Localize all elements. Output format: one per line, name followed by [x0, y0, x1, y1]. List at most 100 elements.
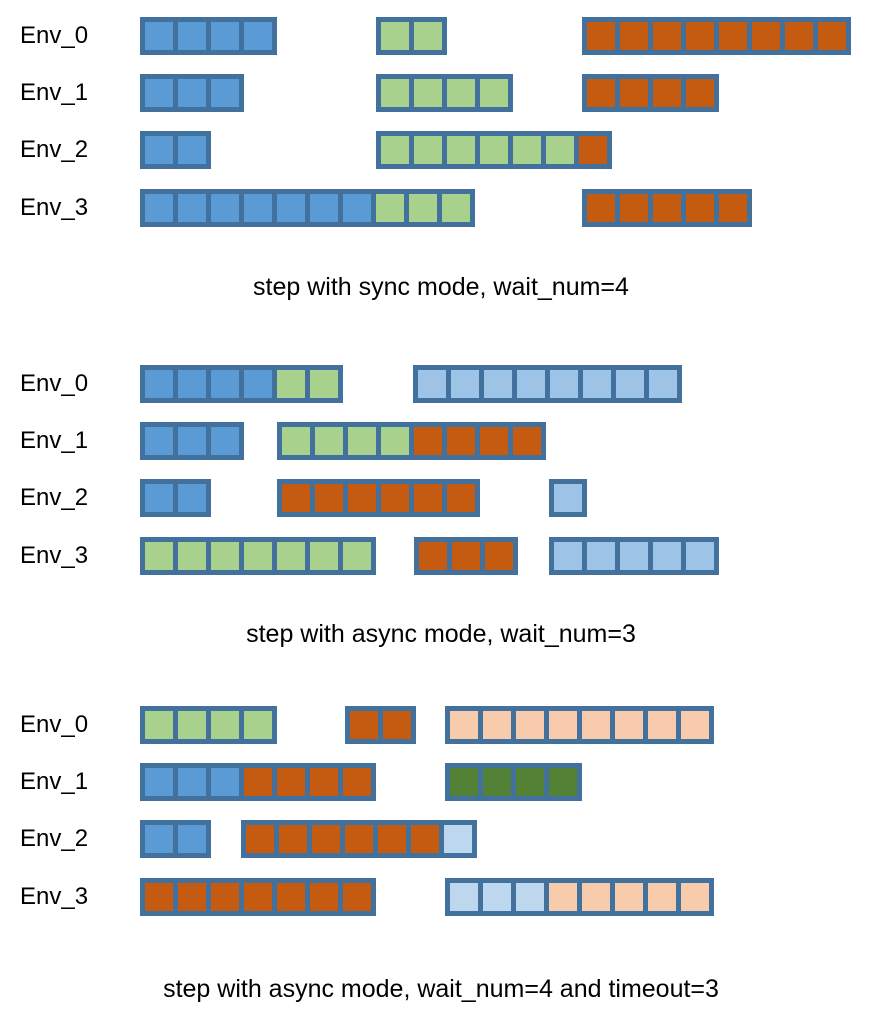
step-cell-light-blue — [653, 542, 681, 570]
env-step-bar — [140, 763, 376, 801]
step-cell-orange — [620, 22, 648, 50]
step-cell-blue — [211, 22, 239, 50]
step-cell-pale-blue — [444, 825, 472, 853]
step-cell-green — [480, 79, 508, 107]
step-cell-green — [244, 542, 272, 570]
step-cell-green — [414, 79, 442, 107]
env-step-bar — [376, 17, 447, 55]
step-cell-orange — [620, 79, 648, 107]
step-cell-orange — [686, 79, 714, 107]
row-label-env_0: Env_0 — [20, 370, 89, 397]
step-cell-light-blue — [649, 370, 677, 398]
row-label-env_1: Env_1 — [20, 768, 89, 795]
step-cell-blue — [145, 79, 173, 107]
step-cell-green — [310, 542, 338, 570]
step-cell-orange — [378, 825, 406, 853]
step-cell-green — [409, 194, 437, 222]
env-step-bar — [582, 17, 851, 55]
step-cell-dark-green — [516, 768, 544, 796]
step-cell-orange — [310, 883, 338, 911]
env-step-bar — [140, 365, 343, 403]
env-step-bar — [445, 878, 714, 916]
step-cell-green — [442, 194, 470, 222]
step-cell-blue — [145, 825, 173, 853]
step-cell-light-blue — [418, 370, 446, 398]
step-cell-orange — [345, 825, 373, 853]
step-cell-orange — [178, 883, 206, 911]
step-cell-blue — [145, 768, 173, 796]
step-cell-orange — [343, 768, 371, 796]
env-step-bar — [582, 189, 752, 227]
step-cell-orange — [277, 883, 305, 911]
step-cell-green — [381, 22, 409, 50]
row-label-env_3: Env_3 — [20, 542, 89, 569]
step-cell-peach — [582, 711, 610, 739]
step-cell-orange — [686, 22, 714, 50]
step-cell-blue — [244, 22, 272, 50]
step-cell-orange — [246, 825, 274, 853]
env-step-bar — [140, 422, 244, 460]
step-cell-green — [348, 427, 376, 455]
step-cell-orange — [513, 427, 541, 455]
step-cell-pale-blue — [483, 883, 511, 911]
step-cell-green — [277, 542, 305, 570]
step-cell-orange — [653, 194, 681, 222]
env-step-bar — [445, 706, 714, 744]
step-cell-orange — [587, 79, 615, 107]
step-cell-peach — [549, 883, 577, 911]
step-cell-peach — [516, 711, 544, 739]
step-cell-light-blue — [686, 542, 714, 570]
step-cell-green — [315, 427, 343, 455]
step-cell-orange — [447, 427, 475, 455]
step-cell-green — [282, 427, 310, 455]
step-cell-blue — [178, 825, 206, 853]
env-step-bar — [140, 820, 211, 858]
step-cell-orange — [818, 22, 846, 50]
step-cell-peach — [648, 883, 676, 911]
step-cell-blue — [178, 427, 206, 455]
step-cell-green — [480, 136, 508, 164]
step-cell-orange — [315, 484, 343, 512]
step-cell-blue — [178, 79, 206, 107]
env-step-bar — [140, 537, 376, 575]
step-cell-green — [145, 542, 173, 570]
step-cell-orange — [414, 484, 442, 512]
step-cell-orange — [343, 883, 371, 911]
step-cell-green — [513, 136, 541, 164]
step-cell-blue — [244, 194, 272, 222]
env-step-bar — [140, 17, 277, 55]
step-cell-green — [381, 79, 409, 107]
row-label-env_1: Env_1 — [20, 79, 89, 106]
step-cell-orange — [350, 711, 378, 739]
env-step-bar — [140, 878, 376, 916]
env-step-bar — [140, 189, 475, 227]
step-cell-orange — [587, 194, 615, 222]
env-step-bar — [414, 537, 518, 575]
step-cell-light-blue — [554, 484, 582, 512]
step-cell-peach — [681, 883, 709, 911]
step-cell-orange — [279, 825, 307, 853]
step-cell-green — [343, 542, 371, 570]
step-cell-orange — [587, 22, 615, 50]
step-cell-orange — [211, 883, 239, 911]
step-cell-orange — [312, 825, 340, 853]
row-label-env_0: Env_0 — [20, 22, 89, 49]
env-step-bar — [413, 365, 682, 403]
step-cell-blue — [211, 194, 239, 222]
step-cell-light-blue — [616, 370, 644, 398]
env-step-bar — [549, 479, 587, 517]
row-label-env_2: Env_2 — [20, 825, 89, 852]
step-cell-light-blue — [550, 370, 578, 398]
step-cell-light-blue — [517, 370, 545, 398]
step-cell-blue — [178, 370, 206, 398]
step-cell-peach — [549, 711, 577, 739]
step-cell-orange — [310, 768, 338, 796]
env-step-bar — [140, 74, 244, 112]
step-cell-peach — [450, 711, 478, 739]
step-cell-blue — [178, 136, 206, 164]
panel-caption-async-wait4-timeout3: step with async mode, wait_num=4 and tim… — [163, 975, 719, 1003]
step-cell-green — [178, 542, 206, 570]
step-cell-orange — [244, 883, 272, 911]
step-cell-dark-green — [483, 768, 511, 796]
